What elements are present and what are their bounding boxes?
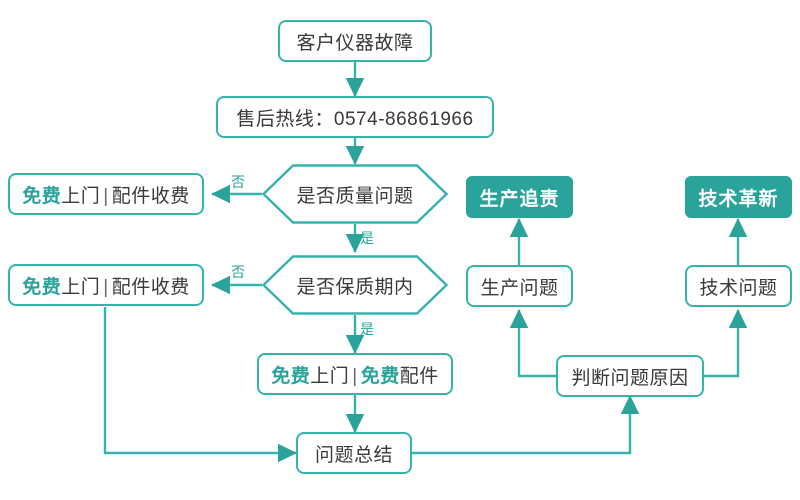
node-decision-warranty-label: 是否保质期内 xyxy=(296,276,414,298)
node-free-all[interactable]: 免费上门|免费配件 xyxy=(257,353,453,395)
node-charge-top[interactable]: 免费上门|配件收费 xyxy=(8,173,204,215)
node-technical-issue-label: 技术问题 xyxy=(699,277,778,299)
node-technical-issue[interactable]: 技术问题 xyxy=(685,265,792,307)
node-decision-quality-label: 是否质量问题 xyxy=(296,185,414,207)
edge-diagnose-to-production xyxy=(509,309,557,378)
node-production-accountability-label: 生产追责 xyxy=(479,188,560,210)
node-free-all-label: 免费上门|免费配件 xyxy=(271,365,439,387)
edge-summary-to-diagnose xyxy=(412,395,640,455)
hexagon-shape xyxy=(262,255,448,315)
node-customer-fault[interactable]: 客户仪器故障 xyxy=(278,20,432,62)
node-customer-fault-label: 客户仪器故障 xyxy=(296,32,414,54)
node-diagnose-cause-label: 判断问题原因 xyxy=(571,367,689,389)
node-decision-quality[interactable]: 是否质量问题 xyxy=(262,164,448,224)
edge-label-quality-no: 否 xyxy=(231,174,245,190)
edge-label-warranty-no: 否 xyxy=(231,264,245,280)
node-hotline[interactable]: 售后热线：0574-86861966 xyxy=(216,96,494,138)
edge-label-warranty-yes: 是 xyxy=(360,321,374,337)
node-issue-summary[interactable]: 问题总结 xyxy=(296,432,412,474)
node-charge-mid-label: 免费上门|配件收费 xyxy=(22,276,190,298)
hexagon-shape xyxy=(262,164,448,224)
node-hotline-label: 售后热线：0574-86861966 xyxy=(236,108,474,130)
node-decision-warranty[interactable]: 是否保质期内 xyxy=(262,255,448,315)
node-charge-mid[interactable]: 免费上门|配件收费 xyxy=(8,264,204,306)
node-technical-innovation[interactable]: 技术革新 xyxy=(685,176,792,218)
edge-label-quality-yes: 是 xyxy=(360,230,374,246)
node-issue-summary-label: 问题总结 xyxy=(314,444,393,466)
node-technical-innovation-label: 技术革新 xyxy=(698,188,779,210)
edge-diagnose-to-technical xyxy=(703,309,748,378)
node-production-issue-label: 生产问题 xyxy=(480,277,559,299)
node-production-accountability[interactable]: 生产追责 xyxy=(466,176,573,218)
node-charge-top-label: 免费上门|配件收费 xyxy=(22,185,190,207)
node-diagnose-cause[interactable]: 判断问题原因 xyxy=(556,355,704,397)
node-production-issue[interactable]: 生产问题 xyxy=(466,265,573,307)
